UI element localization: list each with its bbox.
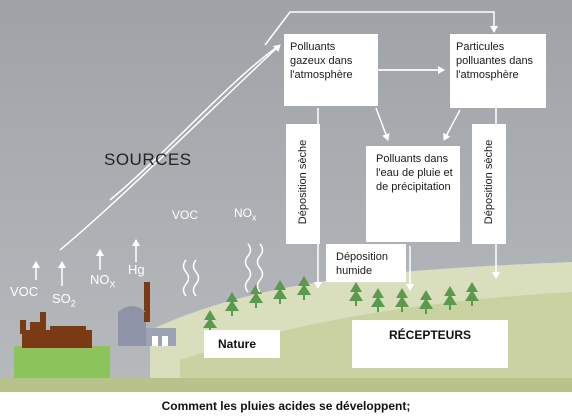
nature-label: Nature: [204, 330, 280, 358]
label-voc-left: VOC: [10, 284, 39, 299]
box-dry-deposition-right: Déposition sèche: [472, 124, 506, 244]
label-nox-mid: NOx: [234, 206, 257, 223]
tree-icon: [273, 280, 287, 304]
tree-icon: [395, 288, 409, 312]
label-so2: SO2: [52, 291, 76, 309]
wavy-smoke-icon: [182, 243, 264, 297]
diagram-caption: Comment les pluies acides se développent…: [161, 399, 411, 413]
box-water-pollutants: Polluants dans l'eau de pluie et de préc…: [366, 146, 460, 242]
emission-arrows: [32, 239, 140, 286]
box-gaseous-pollutants: Polluants gazeux dans l'atmosphère: [284, 34, 378, 106]
label-hg: Hg: [128, 262, 145, 277]
box-dry-deposition-left: Déposition sèche: [286, 124, 320, 244]
tree-icon: [443, 286, 457, 310]
box-wet-deposition: Déposition humide: [326, 244, 406, 282]
dry-deposition-right-label: Déposition sèche: [483, 139, 495, 225]
tree-icon: [465, 282, 479, 306]
tree-icon: [371, 288, 385, 312]
box-particulate-pollutants: Particules polluantes dans l'atmosphère: [450, 34, 546, 108]
tree-icon: [225, 292, 239, 316]
tree-icon: [419, 290, 433, 314]
power-plant-icon: [118, 282, 176, 346]
factory-icon: [20, 312, 92, 348]
sources-title: SOURCES: [104, 150, 192, 169]
tree-icon: [297, 276, 311, 300]
dry-deposition-left-label: Déposition sèche: [297, 139, 309, 225]
label-nox-left: NOX: [90, 272, 116, 290]
label-voc-mid: VOC: [172, 208, 199, 222]
ground-strip: [14, 346, 110, 380]
tree-icons: [203, 276, 479, 333]
ground-base: [0, 378, 572, 392]
receptors-label: RÉCEPTEURS: [352, 320, 508, 368]
tree-icon: [349, 282, 363, 306]
